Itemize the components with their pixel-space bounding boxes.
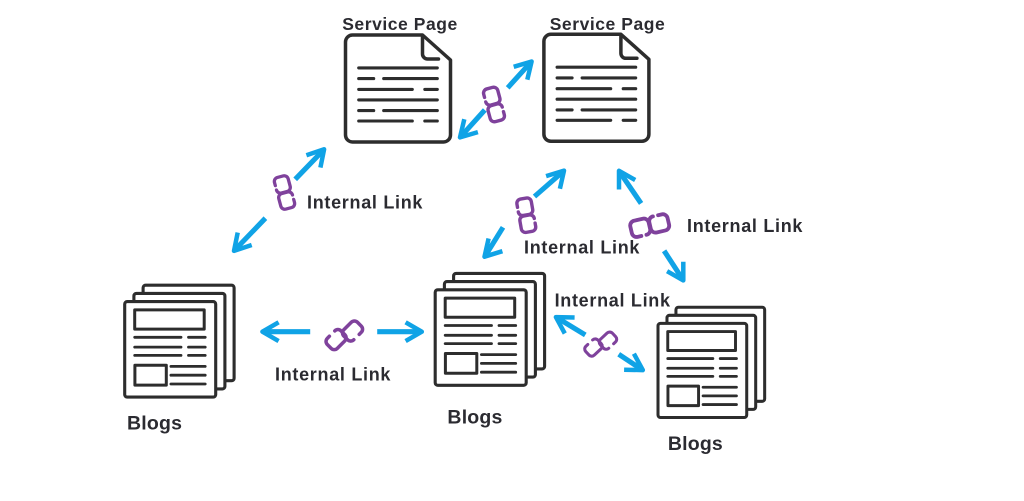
svg-text:Internal Link: Internal Link xyxy=(687,216,803,236)
svg-text:Service Page: Service Page xyxy=(550,14,666,34)
svg-text:Blogs: Blogs xyxy=(447,407,502,429)
svg-text:Service Page: Service Page xyxy=(342,14,458,34)
svg-text:Internal Link: Internal Link xyxy=(275,365,391,385)
svg-text:Blogs: Blogs xyxy=(127,413,182,435)
svg-text:Internal Link: Internal Link xyxy=(307,193,423,213)
svg-text:Blogs: Blogs xyxy=(668,433,723,455)
svg-text:Internal Link: Internal Link xyxy=(524,237,640,257)
svg-text:Internal Link: Internal Link xyxy=(555,290,671,310)
